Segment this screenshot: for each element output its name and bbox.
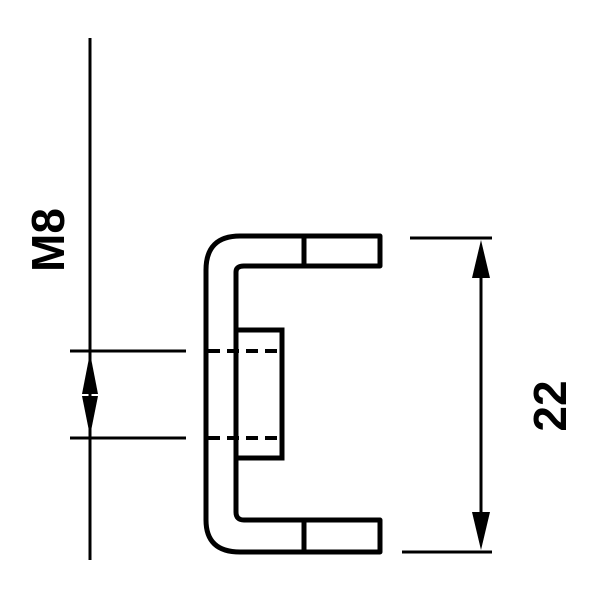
height-arrow-up — [472, 240, 490, 278]
thread-size-label: M8 — [22, 208, 74, 272]
m8-arrow-up — [82, 353, 98, 394]
threaded-boss — [236, 327, 285, 461]
m8-arrow-down — [82, 396, 98, 436]
part-outer-contour — [203, 233, 383, 555]
height-arrow-down — [472, 512, 490, 550]
height-label: 22 — [524, 380, 576, 431]
